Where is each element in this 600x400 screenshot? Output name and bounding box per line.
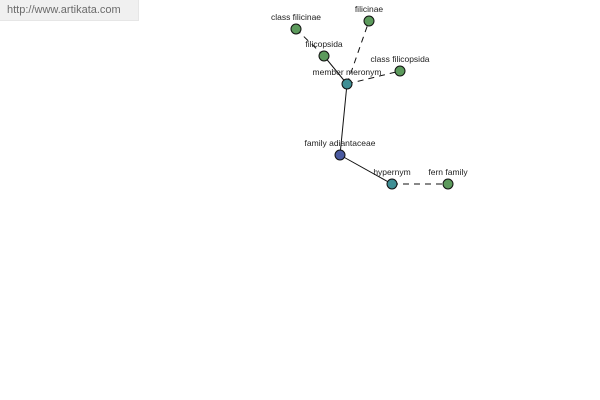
node-filicopsida[interactable] xyxy=(318,50,330,62)
node-label-hypernym: hypernym xyxy=(373,167,410,177)
edges-layer xyxy=(295,20,448,185)
edge-member-meronym-filicopsida xyxy=(323,55,348,85)
node-hypernym[interactable] xyxy=(386,178,398,190)
node-filicinae[interactable] xyxy=(363,15,375,27)
edge-family-adiantaceae-hypernym xyxy=(339,154,393,185)
node-member-meronym[interactable] xyxy=(341,78,353,90)
nodes-layer: class filicinae filicinae filicopsida cl… xyxy=(271,4,468,190)
node-label-member-meronym: member meronym xyxy=(313,67,382,77)
edge-member-meronym-class-filicopsida xyxy=(346,70,401,85)
node-label-fern-family: fern family xyxy=(428,167,468,177)
node-class-filicinae[interactable] xyxy=(290,23,302,35)
edge-family-adiantaceae-member-meronym xyxy=(339,83,348,156)
node-label-class-filicinae: class filicinae xyxy=(271,12,321,22)
node-class-filicopsida[interactable] xyxy=(394,65,406,77)
node-label-filicinae: filicinae xyxy=(355,4,384,14)
node-fern-family[interactable] xyxy=(442,178,454,190)
node-label-family-adiantaceae: family adiantaceae xyxy=(305,138,376,148)
watermark-url: http://www.artikata.com xyxy=(7,4,121,16)
node-label-class-filicopsida: class filicopsida xyxy=(370,54,429,64)
edge-member-meronym-filicinae xyxy=(346,20,370,85)
watermark-bar: http://www.artikata.com xyxy=(0,0,139,21)
node-label-filicopsida: filicopsida xyxy=(305,39,343,49)
node-family-adiantaceae[interactable] xyxy=(334,149,346,161)
